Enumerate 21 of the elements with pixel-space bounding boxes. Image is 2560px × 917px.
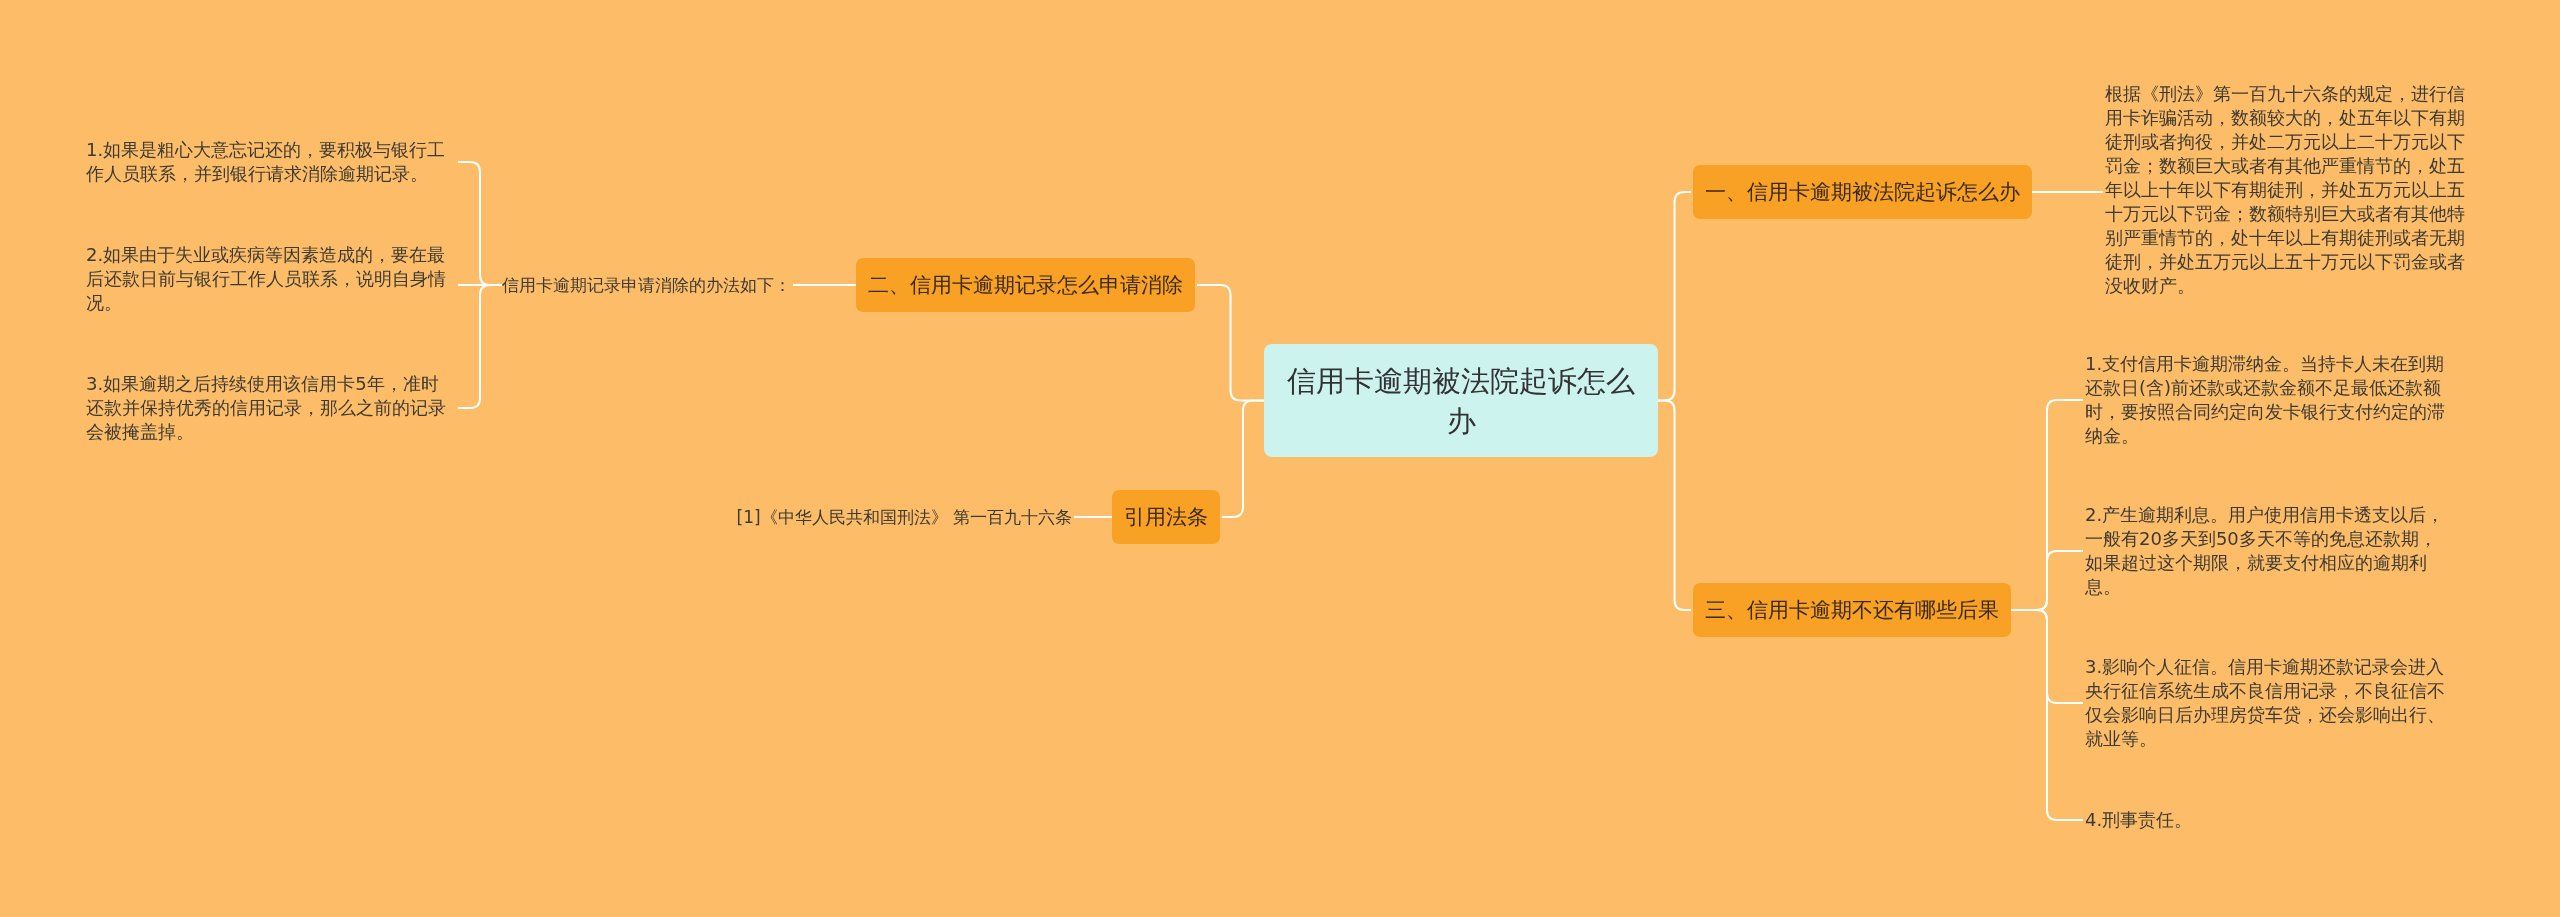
topic-text: 根据《刑法》第一百九十六条的规定，进行信用卡诈骗活动，数额较大的，处五年以下有期徒刑或者拘役，并处二万元以上二十万元以下罚金；数额巨大或者有其他严重情节的，处五年以上十年以下有期徒刑，并处五万元以上五十万元以下罚金；数额特别巨大或者有其他特别严重情节的，处十年以上有期徒刑或者无期徒刑，并处五万元以上五十万元以下罚金或者没收财产。	[2105, 82, 2473, 298]
topic-text: 3.如果逾期之后持续使用该信用卡5年，准时还款并保持优秀的信用记录，那么之前的记录会被掩盖掉。	[86, 372, 456, 444]
topic-box: 二、信用卡逾期记录怎么申请消除	[856, 258, 1195, 312]
topic-text: 4.刑事责任。	[2085, 808, 2453, 832]
topic-text: [1]《中华人民共和国刑法》 第一百九十六条	[736, 505, 1072, 529]
topic-text: 1.支付信用卡逾期滞纳金。当持卡人未在到期还款日(含)前还款或还款金额不足最低还款额时，要按照合同约定向发卡银行支付约定的滞纳金。	[2085, 352, 2453, 448]
topic-text: 3.影响个人征信。信用卡逾期还款记录会进入央行征信系统生成不良信用记录，不良征信不仅会影响日后办理房贷车贷，还会影响出行、就业等。	[2085, 655, 2453, 751]
central-topic-box: 信用卡逾期被法院起诉怎么办	[1264, 344, 1658, 457]
topic-box: 三、信用卡逾期不还有哪些后果	[1693, 583, 2011, 637]
topic-text: 1.如果是粗心大意忘记还的，要积极与银行工作人员联系，并到银行请求消除逾期记录。	[86, 138, 456, 186]
topic-text: 2.产生逾期利息。用户使用信用卡透支以后，一般有20多天到50多天不等的免息还款期，如果超过这个期限，就要支付相应的逾期利息。	[2085, 503, 2453, 599]
connector-line	[2031, 191, 2104, 193]
connector-line	[1221, 399, 1265, 518]
topic-box: 引用法条	[1112, 490, 1220, 544]
topic-text: 2.如果由于失业或疾病等因素造成的，要在最后还款日前与银行工作人员联系，说明自身情况。	[86, 243, 456, 315]
connector-line	[792, 284, 857, 286]
topic-box: 一、信用卡逾期被法院起诉怎么办	[1693, 165, 2032, 219]
connector-line	[1073, 516, 1113, 518]
connector-line	[1657, 399, 1692, 611]
topic-text: 信用卡逾期记录申请消除的办法如下：	[502, 273, 791, 297]
connector-line	[2010, 609, 2084, 821]
